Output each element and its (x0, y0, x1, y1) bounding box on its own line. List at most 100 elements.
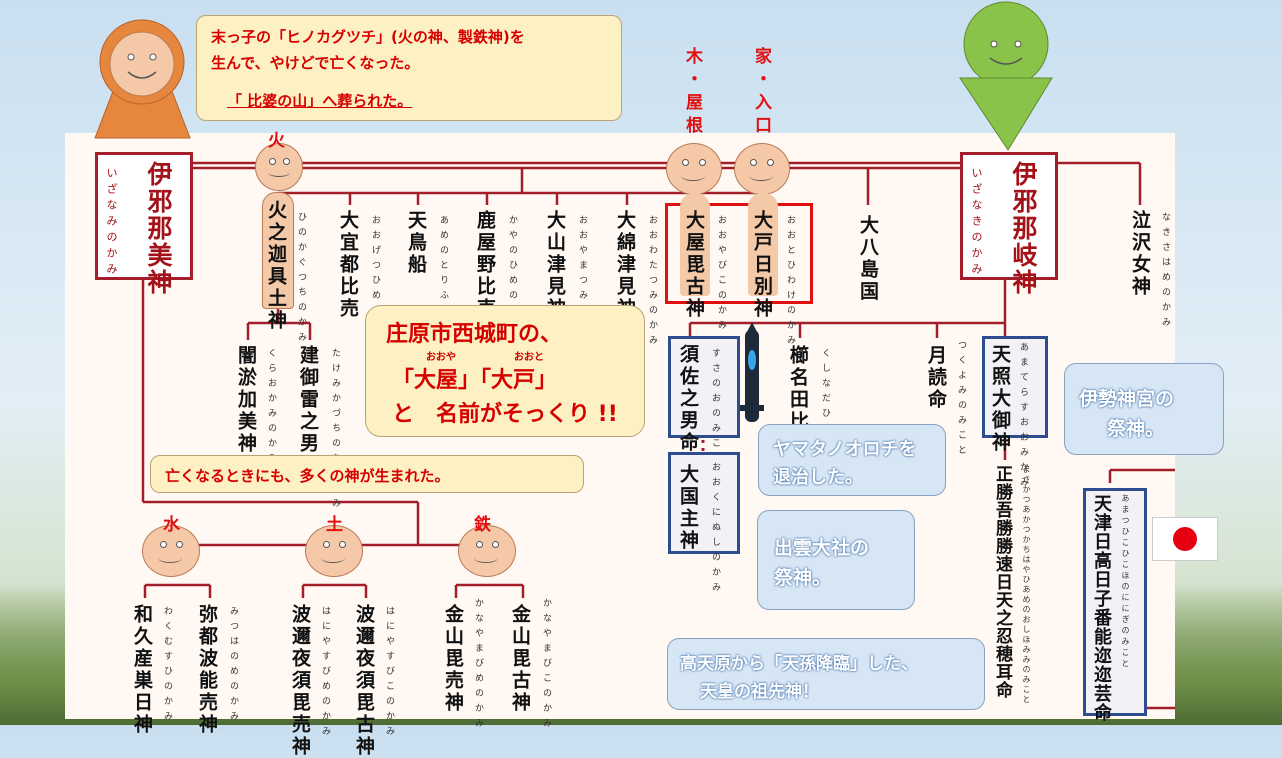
tenson-line1: 高天原から「天孫降臨」した、 (680, 654, 918, 674)
haniyasubime-reading: はにやすびめのかみ (320, 606, 330, 741)
shobara-callout: 庄原市西城町の、 おおや おおと 「大屋」「大戸」 と 名前がそっくり !! (365, 305, 645, 437)
shobara-ruby1: おおや (426, 352, 456, 363)
izanagi-box: 伊邪那岐神 いざなきのかみ (960, 152, 1058, 296)
haniyasubime-name: 波邇夜須毘売神 (289, 604, 311, 758)
ise-line2: 祭神。 (1107, 418, 1165, 440)
ookuninushi-reading: おおくにぬしのかみ (710, 462, 720, 597)
amenotorifune-reading: あめのとりふね (438, 215, 448, 320)
ookuninushi-name: 大国主神 (677, 464, 699, 552)
ooyabiko-name: 大屋毘古神 (683, 210, 705, 320)
amaterasu-reading: あまてらすおおみかみ (1018, 342, 1028, 492)
ooya-ooto-box (665, 203, 813, 304)
ooyamatsumi-reading: おおやまつみのかみ (577, 215, 587, 350)
izumo-line1: 出雲大社の (774, 537, 870, 559)
amaterasu-name: 天照大御神 (989, 344, 1011, 454)
fire-label: 火 (268, 131, 285, 151)
izanagi-name: 伊邪那岐神 (1009, 161, 1038, 296)
oshihomimi-name: 正勝吾勝勝速日天之忍穂耳命 (992, 465, 1012, 699)
ookuninushi-box (668, 452, 740, 554)
wakumusubi-name: 和久産巣日神 (131, 604, 153, 736)
iron-face (458, 525, 516, 577)
susanoo-reading: すさのおのみこと (710, 348, 720, 468)
ninigi-box (1083, 488, 1147, 716)
kanayamabime-name: 金山毘売神 (442, 604, 464, 714)
orochi-line2: 退治した。 (773, 467, 863, 488)
earth-label: 土 (326, 515, 343, 535)
hinokagutsuchi-name: 火之迦具土神 (265, 200, 287, 332)
mother-callout-line3: 「 比婆の山」へ葬られた。 (227, 92, 413, 110)
izanagi-reading: いざなきのかみ (970, 167, 983, 279)
house-face (734, 143, 790, 195)
kayanohime-reading: かやのひめのかみ (507, 215, 517, 335)
izanami-box: 伊邪那美神 いざなみのかみ (95, 152, 193, 296)
kanayamabiko-reading: かなやまびこのかみ (541, 598, 551, 733)
kanayamabime-reading: かなやまびめのかみ (473, 598, 483, 733)
amenotorifune-name: 天鳥船 (405, 210, 427, 276)
ninigi-name: 天津日高日子番能迩迩芸命 (1091, 494, 1112, 722)
izanami-name: 伊邪那美神 (144, 161, 173, 296)
ootohiwake-name: 大戸日別神 (751, 210, 773, 320)
death-gods-text: 亡くなるときにも、多くの神が生まれた。 (165, 467, 450, 485)
mitsuhanome-name: 弥都波能売神 (196, 604, 218, 736)
mother-callout-line1: 末っ子の「ヒノカグツチ」(火の神、製鉄神)を (211, 28, 525, 46)
tenson-line2: 天皇の祖先神！ (700, 682, 819, 702)
tenson-callout: 高天原から「天孫降臨」した、 天皇の祖先神！ (667, 638, 985, 710)
genealogy-lines (94, 1, 1175, 710)
fire-face (255, 143, 303, 191)
haniyasubiko-name: 波邇夜須毘古神 (353, 604, 375, 758)
sword-icon (740, 322, 764, 422)
mother-callout-line2: 生んで、やけどで亡くなった。 (211, 54, 420, 72)
ise-callout: 伊勢神宮の 祭神。 (1064, 363, 1224, 455)
kanayamabiko-name: 金山毘古神 (509, 604, 531, 714)
tsukuyomi-reading: つくよみのみこと (956, 340, 966, 460)
oowatatsumi-name: 大綿津見神 (614, 210, 636, 320)
nakisawame-reading: なきさはめのかみ (1160, 212, 1170, 332)
susanoo-box (668, 336, 740, 438)
water-label: 水 (163, 515, 180, 535)
death-gods-callout: 亡くなるときにも、多くの神が生まれた。 (150, 455, 584, 493)
ootohiwake-highlight (748, 193, 778, 296)
ninigi-reading: あまつひこひこほのににぎのみこと (1121, 494, 1130, 670)
amaterasu-box (982, 336, 1048, 438)
kuraokami-reading: くらおかみのかみ (266, 348, 276, 468)
earth-face (305, 525, 363, 577)
water-face (142, 525, 200, 577)
mother-callout: 末っ子の「ヒノカグツチ」(火の神、製鉄神)を 生んで、やけどで亡くなった。 「 … (196, 15, 622, 121)
izumo-line2: 祭神。 (774, 567, 832, 589)
shobara-line3: と 名前がそっくり !! (392, 402, 618, 427)
mitsuhanome-reading: みつはのめのかみ (228, 606, 238, 726)
house-entrance-label: 家・入口 (751, 47, 771, 139)
takemikazuchi-reading: たけみかづちのをのかみ (330, 348, 340, 513)
shobara-line1: 庄原市西城町の、 (386, 322, 563, 347)
kushinadahime-reading: くしなだひめ (820, 348, 830, 438)
izumo-callout: 出雲大社の 祭神。 (757, 510, 915, 610)
haniyasubiko-reading: はにやすびこのかみ (384, 606, 394, 741)
ooyamatsumi-name: 大山津見神 (544, 210, 566, 320)
hinokagutsuchi-reading: ひのかぐつちのかみ (296, 212, 306, 347)
izanami-reading: いざなみのかみ (105, 167, 118, 279)
oshihomimi-reading: まさかつあかつかちはやひあめのおしほみみのみこと (1022, 465, 1031, 705)
tree-roof-label: 木・屋根 (682, 47, 702, 139)
takemikazuchi-name: 建御雷之男神 (297, 345, 319, 477)
ootsuhiko-reading: おおげつひめのかみ (370, 215, 380, 350)
tsukuyomi-name: 月読命 (925, 345, 947, 411)
ootohiwake-reading: おおとひわけのかみ (785, 215, 795, 350)
iron-label: 鉄 (474, 515, 491, 535)
kuraokami-name: 闇淤加美神 (235, 345, 257, 455)
ootsuhiko-name: 大宜都比売 (337, 210, 359, 320)
orochi-line1: ヤマタノオロチを (773, 439, 917, 460)
orochi-callout: ヤマタノオロチを 退治した。 (758, 424, 946, 496)
tree-roof-face (666, 143, 722, 195)
izanagi-avatar (959, 1, 1053, 151)
ooyabiko-highlight (680, 193, 710, 296)
ooyashima-name: 大八島国 (857, 215, 879, 303)
shobara-ruby2: おおと (514, 352, 544, 363)
susanoo-name: 須佐之男命 (677, 344, 699, 454)
shobara-line2: 「大屋」「大戸」 (392, 368, 558, 393)
oowatatsumi-reading: おおわたつみのかみ (647, 215, 657, 350)
ise-line1: 伊勢神宮の (1079, 388, 1175, 410)
japan-flag-icon (1152, 517, 1218, 561)
hinokagutsuchi-highlight (262, 192, 294, 309)
izanami-avatar (94, 19, 191, 139)
wakumusubi-reading: わくむすひのかみ (162, 606, 172, 726)
